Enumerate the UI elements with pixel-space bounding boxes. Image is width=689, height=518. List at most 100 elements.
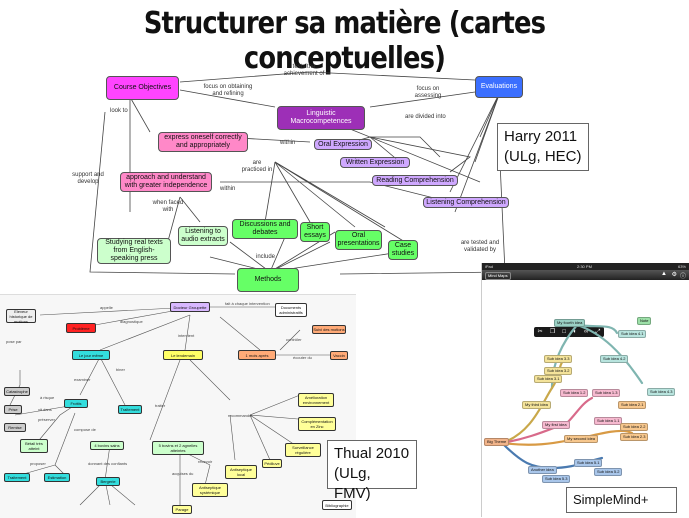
sm-node-sub-3-2[interactable]: Sub idea 3.2 bbox=[544, 367, 573, 375]
thual-node-5-bovins: 5 bovins et 2 agnelles atteintes bbox=[152, 441, 204, 455]
edge-label-focus-assessing: focus on assessing bbox=[414, 86, 442, 99]
thual-label-traiter: traiter bbox=[155, 403, 166, 408]
sm-node-sub-1-2[interactable]: Sub idea 1.2 bbox=[560, 389, 589, 397]
thual-label-a-risque: à risque bbox=[40, 395, 55, 400]
studying-texts-node: Studying real texts from English-speakin… bbox=[97, 238, 171, 264]
methods-node: Methods bbox=[237, 268, 299, 292]
thual-node-remise: Remise bbox=[4, 423, 26, 432]
thual-label-ecouter: écouter du bbox=[293, 355, 312, 360]
thual-label-donnant: donnant des confiants bbox=[88, 461, 128, 466]
reading-comprehension-node: Reading Comprehension bbox=[372, 175, 458, 186]
info-icon[interactable]: ⓘ bbox=[679, 274, 686, 280]
edge-label-include: include bbox=[256, 254, 276, 260]
edge-label-support: support and develop bbox=[72, 172, 104, 185]
thual-caption-line2: (ULg, FMV) bbox=[334, 465, 371, 502]
sm-node-another-idea[interactable]: Another idea bbox=[528, 466, 557, 474]
link-icon[interactable]: ∞ bbox=[584, 329, 589, 335]
sm-node-sub-3-3[interactable]: Sub idea 3.3 bbox=[544, 355, 573, 363]
node-action-toolbar: ✂ ❐ □ ◐ ∞ ⤢ bbox=[534, 327, 604, 337]
thual-label-fait: fait à chaque intervention bbox=[225, 301, 270, 306]
share-icon[interactable]: ▲ bbox=[661, 271, 667, 277]
sm-node-sub-5-3[interactable]: Sub idea 5.3 bbox=[542, 475, 571, 483]
edge-label-divided: are divided into bbox=[405, 114, 446, 120]
edge-label-practiced: are practiced in bbox=[241, 160, 273, 173]
sm-node-sub-4-2[interactable]: Sub idea 4.2 bbox=[600, 355, 629, 363]
scissors-icon[interactable]: ✂ bbox=[537, 329, 543, 335]
sm-node-sub-3-1[interactable]: Sub idea 3.1 bbox=[534, 375, 563, 383]
thual-caption-line1: Thual 2010 bbox=[334, 445, 410, 462]
written-expression-node: Written Expression bbox=[340, 157, 410, 168]
course-objectives-node: Course Objectives bbox=[106, 76, 179, 100]
sm-node-third-idea[interactable]: My third idea bbox=[522, 401, 551, 409]
thual-node-complementation: Complémentation en Zinc bbox=[298, 417, 336, 431]
thual-node-probleme: Problème bbox=[66, 323, 96, 333]
thual-caption: Thual 2010 (ULg, FMV) bbox=[327, 440, 417, 502]
thual-node-jour-meme: Le jour même bbox=[72, 350, 110, 360]
copy-icon[interactable]: ❐ bbox=[549, 329, 556, 335]
thual-label-controler: contrôler bbox=[286, 337, 302, 342]
thual-node-documents: Documents administratifs bbox=[275, 303, 307, 317]
sm-node-sub-4-3[interactable]: Sub idea 4.3 bbox=[647, 388, 676, 396]
paste-icon[interactable]: □ bbox=[562, 329, 567, 335]
sm-node-sub-2-1[interactable]: Sub idea 2.1 bbox=[618, 401, 647, 409]
sm-node-sub-2-2[interactable]: Sub idea 2.2 bbox=[620, 423, 649, 431]
thual-label-acquises: acquises du bbox=[172, 471, 194, 476]
thual-node-estimation: Estimation bbox=[44, 473, 70, 482]
sm-node-second-idea[interactable]: My second idea bbox=[564, 435, 599, 443]
thual-label-pose-par: pose par bbox=[6, 339, 22, 344]
sm-node-sub-4-1[interactable]: Sub idea 4.1 bbox=[618, 330, 647, 338]
thual-node-frottis: Frottis bbox=[64, 399, 88, 408]
linguistic-macrocompetences-node: Linguistic Macrocompetences bbox=[277, 106, 365, 130]
thual-node-suivi: Suivi des motions bbox=[312, 325, 346, 334]
thual-node-catastrophe: Catastrophe bbox=[4, 387, 30, 396]
edge-label-focus-obtaining: focus on obtaining and refining bbox=[203, 84, 253, 97]
edge-label-faced: when faced with bbox=[152, 200, 184, 213]
discussions-debates-node: Discussions and debates bbox=[232, 219, 298, 239]
thual-label-recevoir: recevoir bbox=[198, 459, 213, 464]
oral-presentations-node: Oral presentations bbox=[335, 230, 382, 250]
style-icon[interactable]: ◐ bbox=[573, 329, 577, 335]
ipad-status-bar: iPad 2:30 PM 63% bbox=[482, 263, 689, 270]
thual-label-vit-dans: vit dans bbox=[38, 407, 52, 412]
sm-node-sub-2-3[interactable]: Sub idea 2.3 bbox=[620, 433, 649, 441]
simplemind-screenshot: iPad 2:30 PM 63% Mind Maps ▲ ⚙ ⓘ ✂ ❐ □ ◐… bbox=[481, 263, 689, 517]
sm-node-first-idea[interactable]: My first idea bbox=[542, 421, 570, 429]
thual-node-bergerie: Bergerie bbox=[96, 477, 120, 486]
thual-label-diagnostique: diagnostique bbox=[120, 319, 143, 324]
status-time: 2:30 PM bbox=[577, 264, 592, 269]
harry-concept-map: Course Objectives Linguistic Macrocompet… bbox=[70, 62, 590, 294]
edge-label-look-to: look to bbox=[110, 108, 128, 114]
thual-node-eleveur: Eleveur historique de motions bbox=[6, 309, 36, 324]
thual-label-preserver: préserver bbox=[38, 417, 55, 422]
thual-node-docteur: Docteur Groupette bbox=[170, 302, 210, 312]
mind-maps-button[interactable]: Mind Maps bbox=[485, 272, 511, 280]
thual-node-surveillance: Surveillance régulière bbox=[285, 443, 321, 457]
sm-node-big-theme[interactable]: Big Theme bbox=[484, 438, 510, 446]
settings-icon[interactable]: ⚙ bbox=[671, 272, 677, 278]
thual-node-parage: Parage bbox=[172, 505, 192, 514]
sm-node-sub-5-1[interactable]: Sub idea 5.1 bbox=[574, 459, 603, 467]
case-studies-node: Case studies bbox=[388, 240, 418, 260]
thual-node-1-mois: 1 mois après bbox=[238, 350, 276, 360]
listening-comprehension-node: Listening Comprehension bbox=[423, 197, 509, 208]
thual-node-pediluve: Pédiluve bbox=[262, 459, 282, 468]
sm-node-sub-1-3[interactable]: Sub idea 1.3 bbox=[592, 389, 621, 397]
edge-label-tested: are tested and validated by bbox=[460, 240, 500, 253]
thual-node-vaccin: Vaccin bbox=[330, 351, 348, 360]
sm-node-sub-1-1[interactable]: Sub idea 1.1 bbox=[594, 417, 623, 425]
page-title: Structurer sa matière (cartes conceptuel… bbox=[143, 6, 546, 76]
thual-node-antiseptique-sys: Antiseptique systémique bbox=[192, 483, 228, 497]
expand-icon[interactable]: ⤢ bbox=[595, 329, 601, 335]
simplemind-toolbar: Mind Maps ▲ ⚙ ⓘ bbox=[482, 270, 689, 280]
sm-node-fourth-idea[interactable]: My fourth idea bbox=[554, 319, 586, 327]
status-battery: 63% bbox=[677, 264, 686, 269]
thual-node-bibliographie: Bibliographie bbox=[322, 500, 352, 510]
simplemind-caption: SimpleMind+ bbox=[566, 487, 677, 513]
oral-expression-node: Oral Expression bbox=[314, 139, 372, 150]
sm-node-sub-5-2[interactable]: Sub idea 5.2 bbox=[594, 468, 623, 476]
thual-label-intervient: intervient bbox=[178, 333, 195, 338]
thual-node-antiseptique-local: Antiseptique local bbox=[225, 465, 257, 479]
thual-label-examiner: examiner bbox=[74, 377, 91, 382]
sm-node-note[interactable]: Note bbox=[637, 317, 652, 325]
thual-node-prise: Prise bbox=[4, 405, 22, 414]
